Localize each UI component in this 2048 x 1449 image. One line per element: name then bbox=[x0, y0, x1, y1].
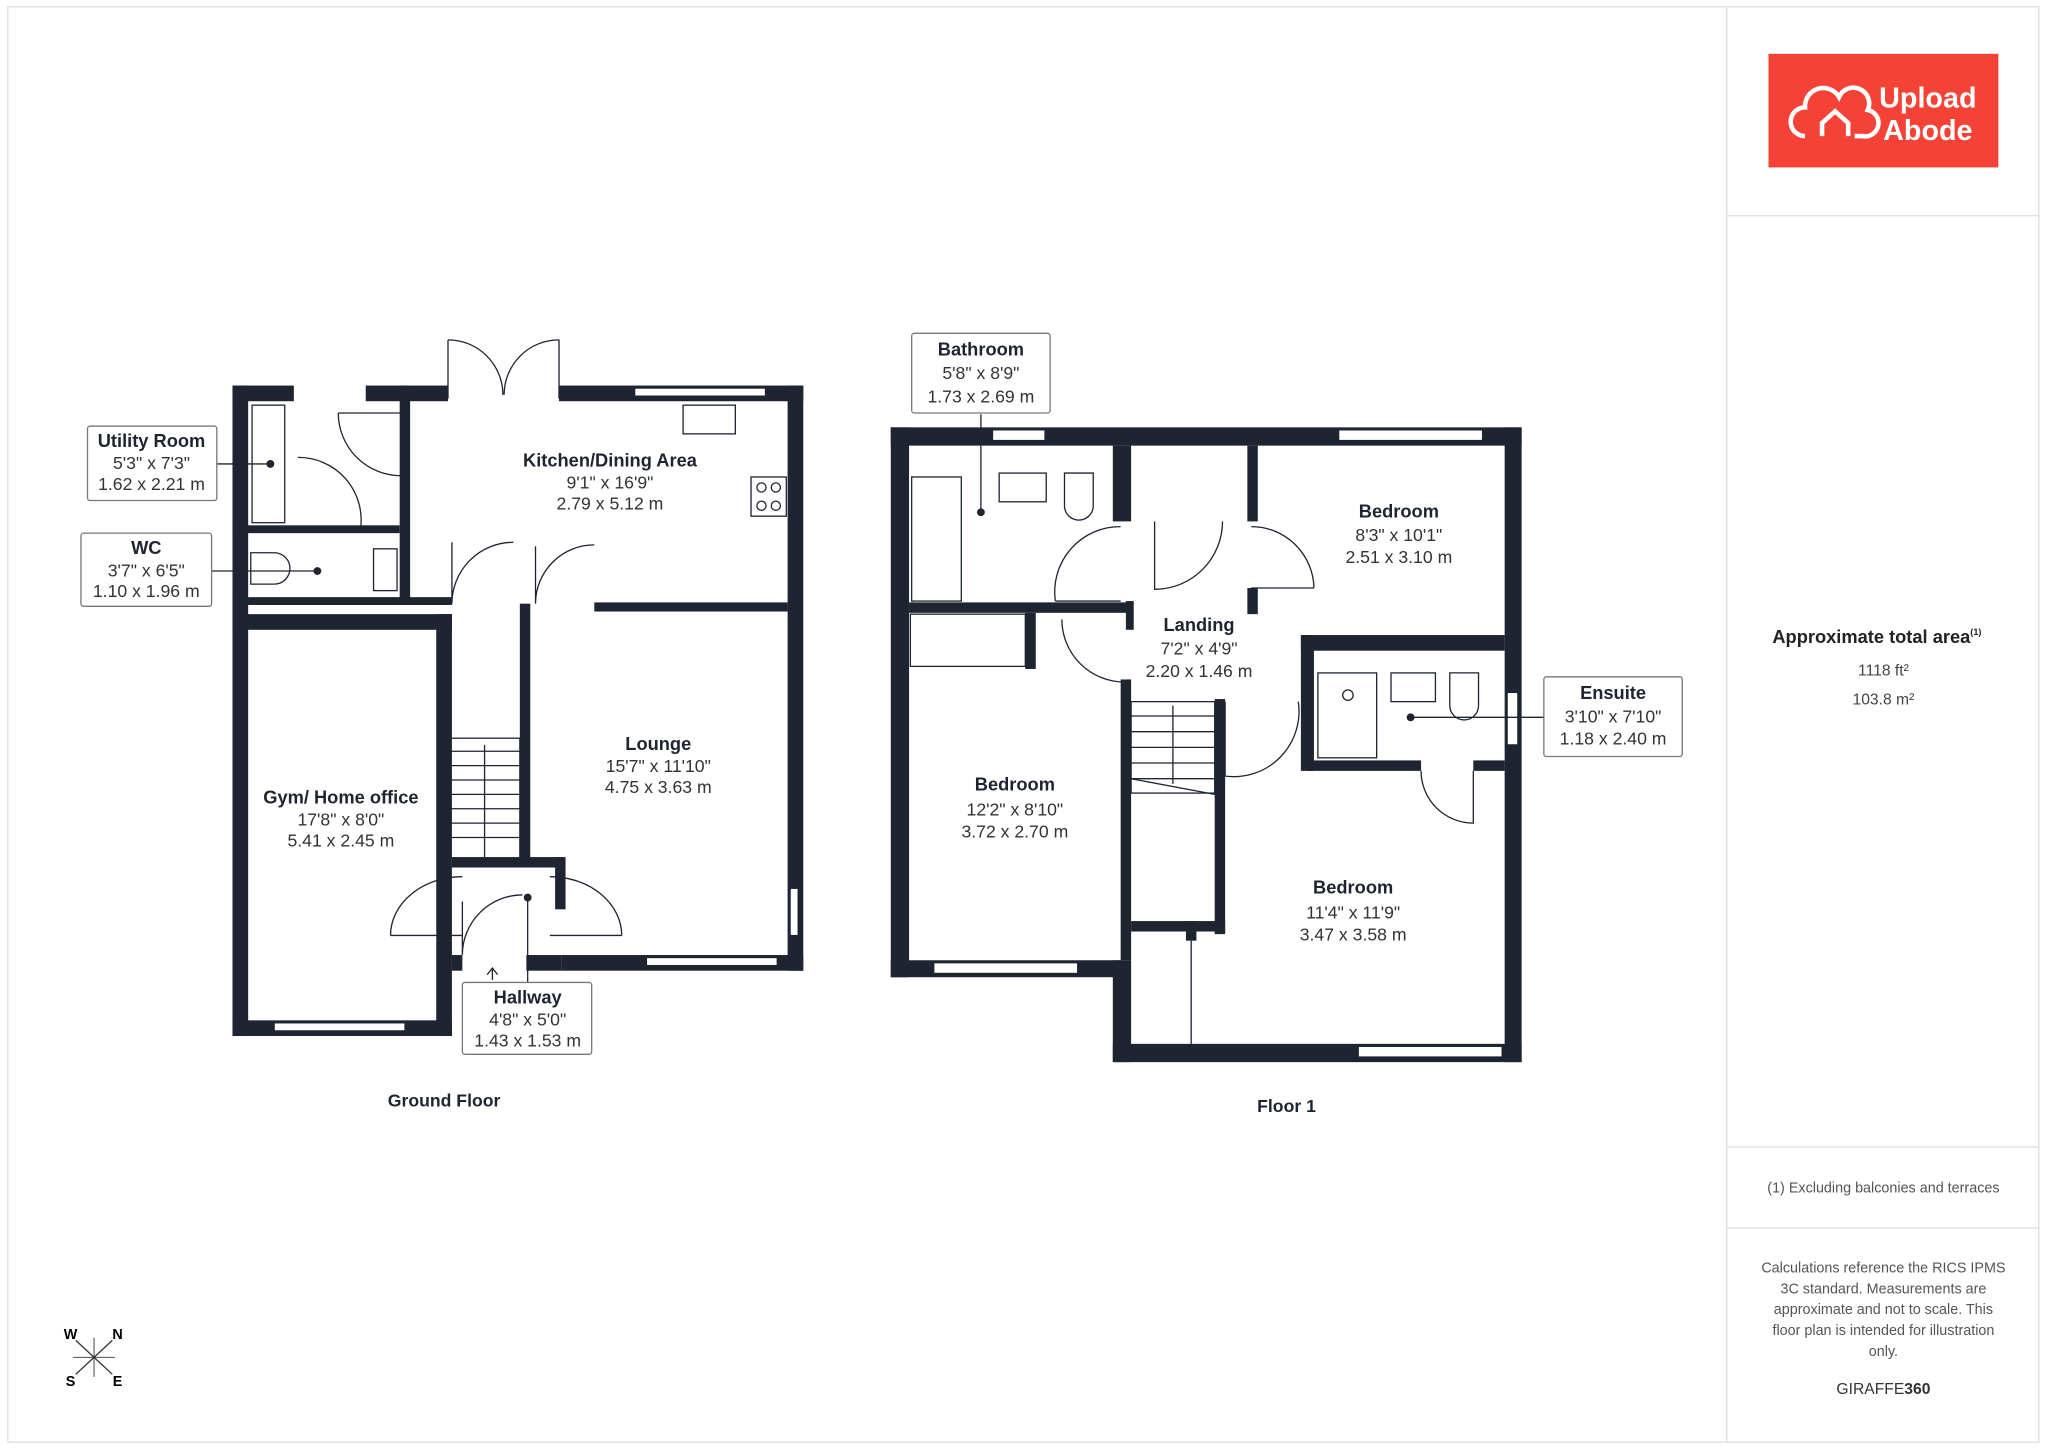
room-name: Bedroom bbox=[975, 773, 1055, 794]
disclaimer-line: only. bbox=[1869, 1344, 1898, 1360]
disclaimer-line: Calculations reference the RICS IPMS bbox=[1761, 1260, 2005, 1276]
room-imperial: 11'4" x 11'9" bbox=[1306, 902, 1400, 922]
room-metric: 4.75 x 3.63 m bbox=[605, 777, 712, 797]
disclaimer: Calculations reference the RICS IPMS 3C … bbox=[1761, 1260, 2005, 1360]
room-name: Bathroom bbox=[938, 339, 1024, 360]
logo-text-2: Abode bbox=[1883, 115, 1972, 147]
room-metric: 3.72 x 2.70 m bbox=[961, 821, 1068, 841]
room-label-hallway: Hallway 4'8" x 5'0" 1.43 x 1.53 m bbox=[461, 981, 593, 1055]
upload-abode-logo: Upload Abode bbox=[1768, 53, 1999, 168]
ground-floor-label: Ground Floor bbox=[388, 1091, 501, 1111]
room-imperial: 7'2" x 4'9" bbox=[1160, 639, 1237, 659]
room-metric: 1.10 x 1.96 m bbox=[93, 581, 200, 601]
room-imperial: 5'3" x 7'3" bbox=[113, 453, 190, 473]
cloud-house-icon bbox=[1788, 85, 1881, 139]
room-label-kitchen: Kitchen/Dining Area 9'1" x 16'9" 2.79 x … bbox=[523, 450, 698, 514]
stairs bbox=[1130, 700, 1216, 796]
disclaimer-line: approximate and not to scale. This bbox=[1774, 1302, 1993, 1318]
room-label-utility: Utility Room 5'3" x 7'3" 1.62 x 2.21 m bbox=[86, 425, 218, 502]
room-label-bedroom-2: Bedroom 12'2" x 8'10" 3.72 x 2.70 m bbox=[961, 773, 1068, 841]
door-swings bbox=[297, 339, 623, 956]
room-name: Lounge bbox=[625, 733, 691, 754]
room-label-bedroom-1: Bedroom 8'3" x 10'1" 2.51 x 3.10 m bbox=[1345, 500, 1452, 567]
room-imperial: 4'8" x 5'0" bbox=[489, 1010, 566, 1030]
room-name: Bedroom bbox=[1359, 500, 1439, 521]
room-metric: 2.20 x 1.46 m bbox=[1146, 661, 1253, 681]
room-name: Utility Room bbox=[98, 430, 206, 451]
room-label-lounge: Lounge 15'7" x 11'10" 4.75 x 3.63 m bbox=[605, 733, 712, 797]
room-label-ensuite: Ensuite 3'10" x 7'10" 1.18 x 2.40 m bbox=[1543, 676, 1683, 758]
room-imperial: 15'7" x 11'10" bbox=[606, 756, 711, 776]
logo-text-1: Upload bbox=[1879, 82, 1976, 114]
compass-s: S bbox=[66, 1374, 76, 1390]
floor-1-label: Floor 1 bbox=[1257, 1096, 1316, 1116]
room-label-landing: Landing 7'2" x 4'9" 2.20 x 1.46 m bbox=[1146, 614, 1253, 681]
room-name: Gym/ Home office bbox=[263, 787, 418, 808]
giraffe360-credit: GIRAFFE360 bbox=[1836, 1381, 1930, 1398]
compass-w: W bbox=[64, 1327, 78, 1343]
page-frame bbox=[7, 6, 2040, 1443]
room-name: Landing bbox=[1164, 614, 1235, 635]
room-metric: 1.62 x 2.21 m bbox=[98, 474, 205, 494]
room-metric: 1.18 x 2.40 m bbox=[1560, 729, 1667, 749]
room-imperial: 5'8" x 8'9" bbox=[942, 363, 1019, 383]
door-swings bbox=[1054, 521, 1474, 1044]
room-name: Bedroom bbox=[1313, 877, 1393, 898]
disclaimer-line: floor plan is intended for illustration bbox=[1772, 1323, 1994, 1339]
room-metric: 1.73 x 2.69 m bbox=[927, 387, 1034, 407]
area-title: Approximate total area(1) bbox=[1772, 626, 1981, 647]
area-m: 103.8 m² bbox=[1853, 691, 1915, 708]
room-metric: 2.51 x 3.10 m bbox=[1345, 547, 1452, 567]
room-metric: 3.47 x 3.58 m bbox=[1300, 925, 1407, 945]
room-imperial: 3'10" x 7'10" bbox=[1565, 707, 1662, 727]
stairs bbox=[448, 737, 521, 860]
compass-e: E bbox=[113, 1374, 123, 1390]
footnote: (1) Excluding balconies and terraces bbox=[1767, 1181, 1999, 1197]
room-label-bedroom-3: Bedroom 11'4" x 11'9" 3.47 x 3.58 m bbox=[1300, 877, 1407, 945]
room-name: WC bbox=[131, 537, 161, 558]
room-name: Hallway bbox=[494, 986, 563, 1007]
room-metric: 2.79 x 5.12 m bbox=[557, 494, 664, 514]
room-metric: 1.43 x 1.53 m bbox=[474, 1030, 581, 1050]
room-label-bathroom: Bathroom 5'8" x 8'9" 1.73 x 2.69 m bbox=[911, 332, 1051, 414]
room-imperial: 17'8" x 8'0" bbox=[297, 810, 384, 830]
room-label-gym: Gym/ Home office 17'8" x 8'0" 5.41 x 2.4… bbox=[263, 787, 418, 851]
compass-n: N bbox=[112, 1327, 122, 1343]
area-ft: 1118 ft² bbox=[1858, 663, 1909, 680]
room-metric: 5.41 x 2.45 m bbox=[287, 831, 394, 851]
room-imperial: 3'7" x 6'5" bbox=[108, 560, 185, 580]
room-imperial: 8'3" x 10'1" bbox=[1355, 525, 1442, 545]
floor-1-plan bbox=[890, 414, 1544, 1063]
room-imperial: 12'2" x 8'10" bbox=[967, 799, 1064, 819]
room-name: Ensuite bbox=[1580, 682, 1646, 703]
disclaimer-line: 3C standard. Measurements are bbox=[1780, 1281, 1986, 1297]
room-label-wc: WC 3'7" x 6'5" 1.10 x 1.96 m bbox=[80, 532, 213, 607]
compass-icon: W N S E bbox=[64, 1327, 123, 1390]
room-imperial: 9'1" x 16'9" bbox=[567, 473, 654, 493]
room-name: Kitchen/Dining Area bbox=[523, 450, 698, 471]
ground-floor-plan bbox=[211, 339, 804, 1037]
